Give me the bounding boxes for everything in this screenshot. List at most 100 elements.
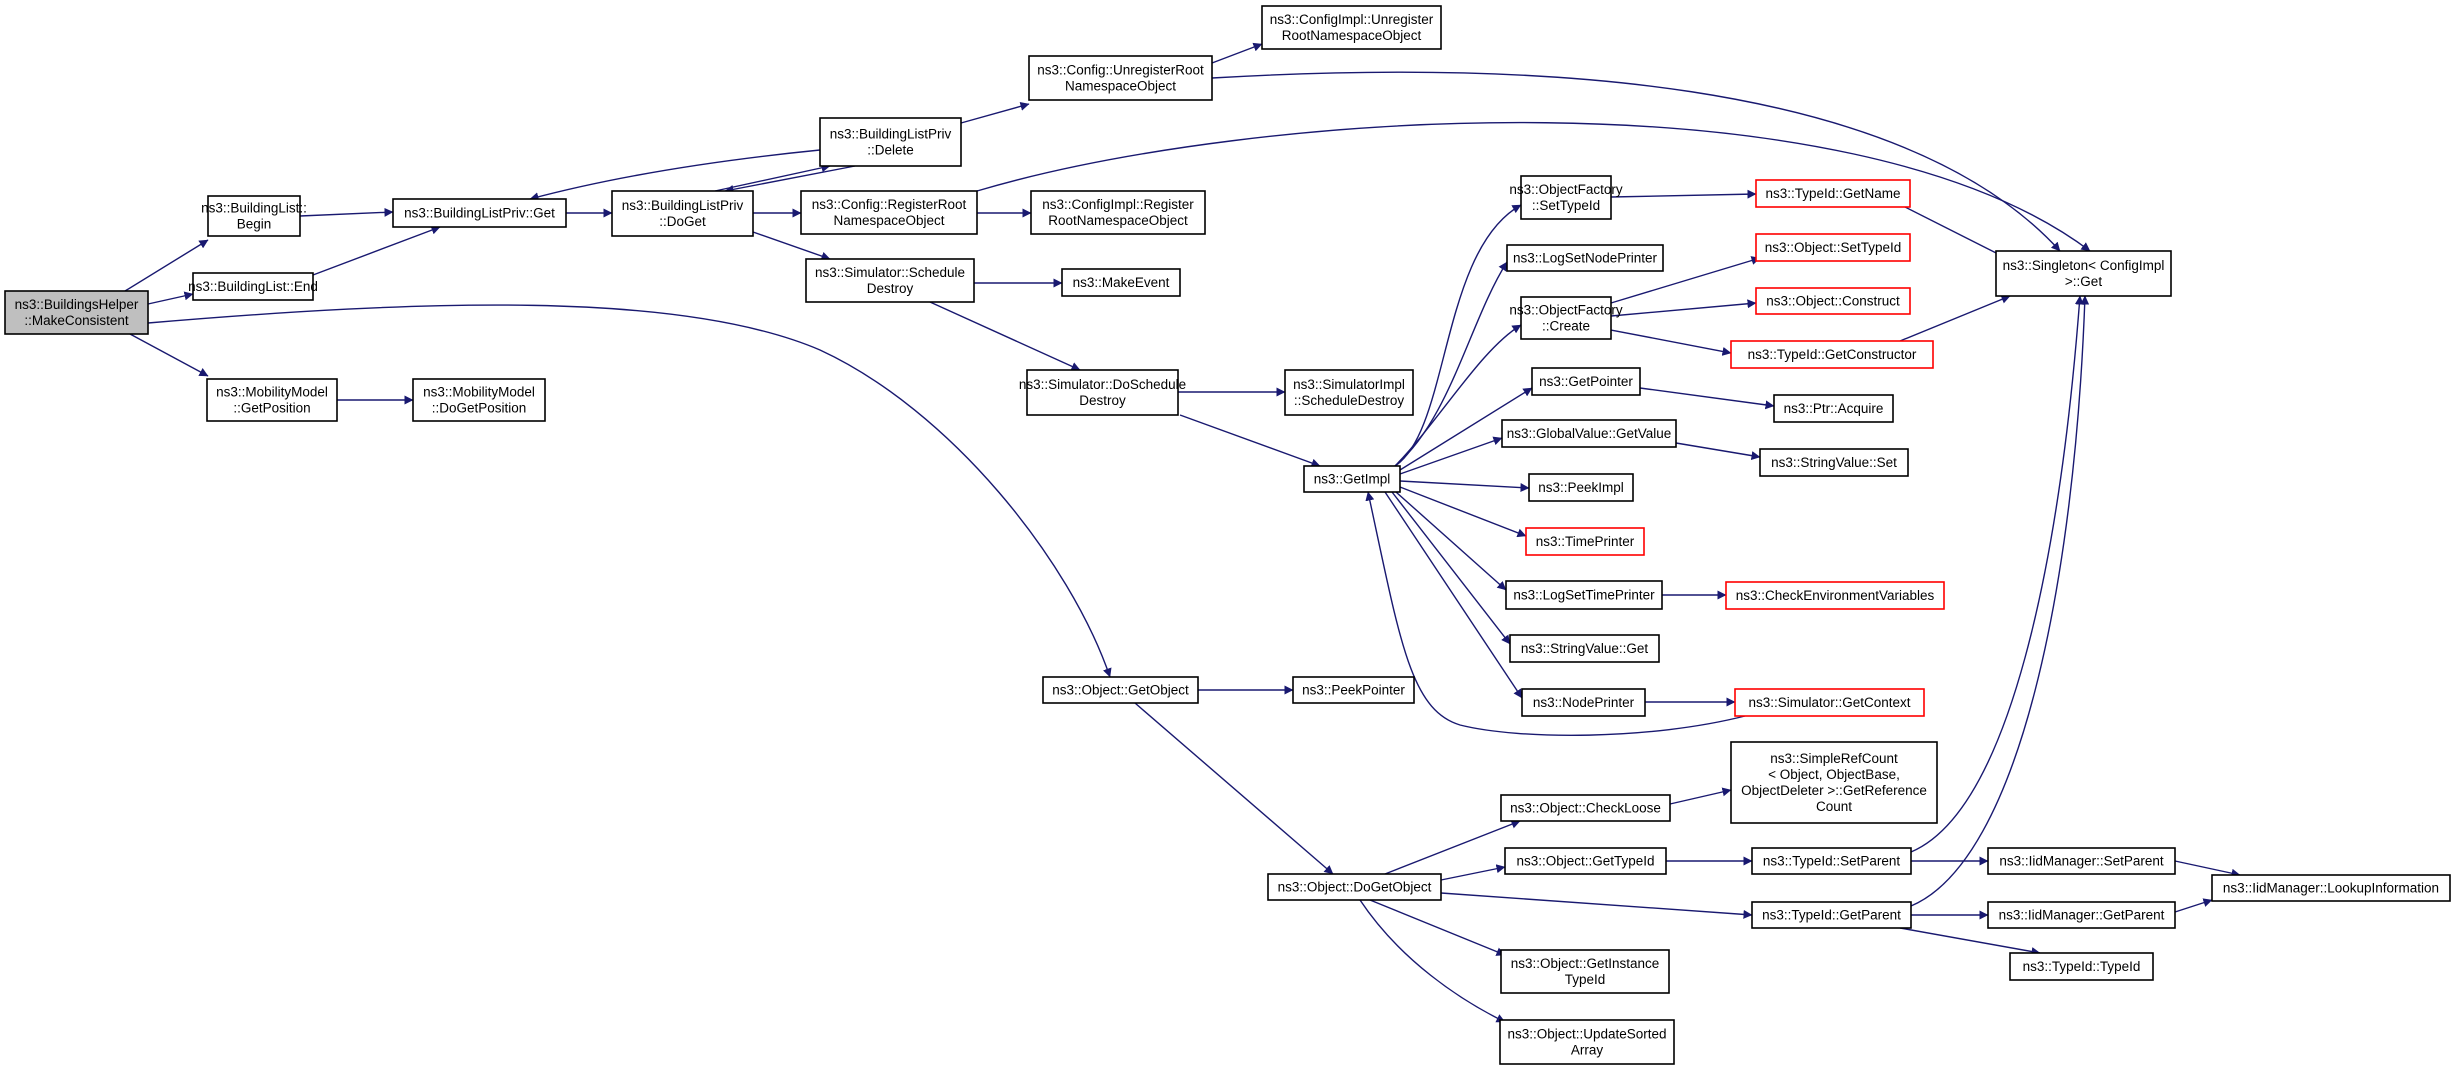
- node-box: [1026, 369, 1179, 416]
- node-simimpl-sched[interactable]: ns3::SimulatorImpl::ScheduleDestroy: [1284, 369, 1414, 416]
- edge-of_create-to-typeid_getctor: [1610, 329, 1732, 356]
- edge-obj_dogetobject-to-obj_gettypeid: [1440, 864, 1506, 881]
- node-mm-dogetpos[interactable]: ns3::MobilityModel::DoGetPosition: [412, 378, 546, 422]
- node-cfg-unreg[interactable]: ns3::Config::UnregisterRootNamespaceObje…: [1028, 55, 1213, 101]
- node-label-line: ns3::ConfigImpl::Unregister: [1270, 12, 1434, 27]
- node-label-line: ns3::CheckEnvironmentVariables: [1736, 588, 1935, 603]
- node-typeid-getparent[interactable]: ns3::TypeId::GetParent: [1751, 901, 1912, 929]
- node-cfgimpl-reg[interactable]: ns3::ConfigImpl::RegisterRootNamespaceOb…: [1030, 190, 1206, 235]
- node-label-line: ns3::NodePrinter: [1533, 695, 1635, 710]
- call-edges: [124, 42, 2241, 1023]
- node-box: [1303, 465, 1401, 493]
- edge-blp_delete-to-blp_get: [529, 149, 821, 202]
- node-box: [2211, 874, 2451, 902]
- node-blp-delete[interactable]: ns3::BuildingListPriv::Delete: [819, 117, 962, 167]
- node-root[interactable]: ns3::BuildingsHelper::MakeConsistent: [4, 290, 149, 335]
- node-typeid-getname[interactable]: ns3::TypeId::GetName: [1755, 179, 1911, 208]
- node-label-line: ns3::Object::GetObject: [1052, 683, 1189, 698]
- node-box: [1028, 55, 1213, 101]
- node-mm-getpos[interactable]: ns3::MobilityModel::GetPosition: [206, 378, 338, 422]
- node-logsetnode[interactable]: ns3::LogSetNodePrinter: [1506, 244, 1664, 272]
- node-box: [1725, 581, 1945, 610]
- node-iid-lookup[interactable]: ns3::IidManager::LookupInformation: [2211, 874, 2451, 902]
- node-label-line: >::Get: [2065, 274, 2102, 289]
- node-obj-getobject[interactable]: ns3::Object::GetObject: [1042, 676, 1199, 704]
- node-box: [1292, 676, 1415, 704]
- node-label-line: Begin: [237, 217, 272, 232]
- node-sv-get[interactable]: ns3::StringValue::Get: [1509, 634, 1660, 663]
- node-ptr-acquire[interactable]: ns3::Ptr::Acquire: [1773, 394, 1894, 423]
- node-blp-doget[interactable]: ns3::BuildingListPriv::DoGet: [611, 190, 754, 237]
- node-typeid-getctor[interactable]: ns3::TypeId::GetConstructor: [1730, 340, 1934, 369]
- node-checkenv[interactable]: ns3::CheckEnvironmentVariables: [1725, 581, 1945, 610]
- node-simplerefcount[interactable]: ns3::SimpleRefCount< Object, ObjectBase,…: [1730, 741, 1938, 824]
- node-logsettime[interactable]: ns3::LogSetTimePrinter: [1505, 580, 1663, 610]
- node-label-line: ns3::TypeId::TypeId: [2023, 959, 2141, 974]
- node-sv-set[interactable]: ns3::StringValue::Set: [1759, 448, 1909, 477]
- node-label-line: ns3::GetImpl: [1314, 472, 1391, 487]
- node-label-line: ns3::TimePrinter: [1536, 534, 1635, 549]
- node-obj-checkloose[interactable]: ns3::Object::CheckLoose: [1500, 794, 1671, 822]
- node-label-line: ns3::SimulatorImpl: [1293, 377, 1405, 392]
- node-label-line: ns3::Object::UpdateSorted: [1507, 1027, 1666, 1042]
- node-iid-setparent[interactable]: ns3::IidManager::SetParent: [1987, 847, 2176, 875]
- edge-typeid_getparent-to-singleton_get: [1910, 295, 2090, 907]
- edge-getimpl-to-gv_getvalue: [1399, 436, 1503, 475]
- node-iid-getparent[interactable]: ns3::IidManager::GetParent: [1987, 901, 2176, 929]
- node-typeid-setparent[interactable]: ns3::TypeId::SetParent: [1751, 847, 1912, 875]
- edge-getimpl-to-of_create: [1394, 324, 1522, 467]
- node-nodeprinter[interactable]: ns3::NodePrinter: [1521, 688, 1646, 717]
- node-label-line: TypeId: [1565, 972, 1606, 987]
- node-box: [1284, 369, 1414, 416]
- node-box: [1042, 676, 1199, 704]
- node-label-line: ::Delete: [867, 143, 914, 158]
- node-getimpl[interactable]: ns3::GetImpl: [1303, 465, 1401, 493]
- node-bl-end[interactable]: ns3::BuildingList::End: [188, 272, 318, 301]
- edge-root-to-obj_getobject: [147, 304, 1112, 678]
- node-label-line: ns3::Simulator::DoSchedule: [1019, 377, 1186, 392]
- edge-getimpl-to-nodeprinter: [1384, 491, 1523, 699]
- node-label-line: ns3::BuildingListPriv: [830, 127, 952, 142]
- node-getpointer[interactable]: ns3::GetPointer: [1531, 367, 1641, 396]
- node-cfgimpl-unreg[interactable]: ns3::ConfigImpl::UnregisterRootNamespace…: [1261, 5, 1442, 50]
- node-singleton-get[interactable]: ns3::Singleton< ConfigImpl >::Get: [1995, 250, 2172, 297]
- node-of-settypeid[interactable]: ns3::ObjectFactory::SetTypeId: [1509, 175, 1623, 220]
- node-obj-settypeid[interactable]: ns3::Object::SetTypeId: [1755, 233, 1911, 262]
- node-timeprinter[interactable]: ns3::TimePrinter: [1525, 527, 1645, 556]
- node-obj-gettypeid[interactable]: ns3::Object::GetTypeId: [1504, 847, 1667, 875]
- edge-obj_dogetobject-to-obj_getinstance: [1369, 899, 1506, 956]
- node-box: [1267, 873, 1442, 901]
- node-label-line: ObjectDeleter >::GetReference: [1741, 783, 1927, 798]
- node-label-line: ns3::PeekImpl: [1538, 480, 1624, 495]
- node-obj-dogetobject[interactable]: ns3::Object::DoGetObject: [1267, 873, 1442, 901]
- node-label-line: ns3::Simulator::GetContext: [1748, 695, 1910, 710]
- node-sim-schedule[interactable]: ns3::Simulator::ScheduleDestroy: [805, 258, 975, 303]
- node-box: [1521, 688, 1646, 717]
- node-label-line: Destroy: [1079, 393, 1126, 408]
- node-gv-getvalue[interactable]: ns3::GlobalValue::GetValue: [1501, 419, 1677, 448]
- node-typeid-typeid[interactable]: ns3::TypeId::TypeId: [2009, 952, 2154, 981]
- node-box: [1755, 233, 1911, 262]
- edge-obj_dogetobject-to-typeid_getparent: [1440, 892, 1753, 919]
- node-label-line: ns3::MobilityModel: [216, 385, 328, 400]
- node-label-line: ns3::IidManager::SetParent: [1999, 854, 2164, 869]
- node-sim-getcontext[interactable]: ns3::Simulator::GetContext: [1734, 688, 1925, 717]
- edge-sim_doschedule-to-getimpl: [1179, 414, 1321, 468]
- node-obj-construct[interactable]: ns3::Object::Construct: [1755, 287, 1911, 315]
- node-box: [819, 117, 962, 167]
- node-peekpointer[interactable]: ns3::PeekPointer: [1292, 676, 1415, 704]
- node-makeevent[interactable]: ns3::MakeEvent: [1061, 268, 1181, 297]
- node-label-line: ns3::GlobalValue::GetValue: [1507, 426, 1672, 441]
- node-label-line: ns3::LogSetNodePrinter: [1513, 251, 1658, 266]
- node-bl-begin[interactable]: ns3::BuildingList::Begin: [201, 195, 307, 237]
- node-box: [1755, 179, 1911, 208]
- node-label-line: ns3::ConfigImpl::Register: [1042, 197, 1194, 212]
- node-blp-get[interactable]: ns3::BuildingListPriv::Get: [392, 198, 567, 228]
- node-peekimpl[interactable]: ns3::PeekImpl: [1528, 473, 1634, 502]
- node-of-create[interactable]: ns3::ObjectFactory::Create: [1509, 296, 1623, 340]
